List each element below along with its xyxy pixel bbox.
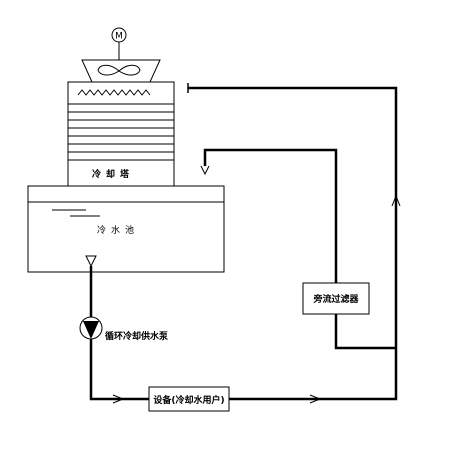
bypass-feed-pipe <box>203 148 338 283</box>
equipment-box: 设备(冷却水用户) <box>148 386 230 412</box>
bypass-filter-box: 旁流过滤器 <box>302 282 370 315</box>
fill-packing <box>68 103 174 161</box>
cold-water-pool: 冷水池 <box>27 185 225 273</box>
fan-icon <box>81 59 161 83</box>
flow-arrow-icon <box>200 165 210 176</box>
bypass-filter-label: 旁流过滤器 <box>312 293 359 305</box>
flow-arrow-icon <box>309 394 322 404</box>
pump-icon <box>79 316 103 340</box>
bypass-return-pipe <box>334 310 396 350</box>
flow-arrow-icon <box>391 194 401 207</box>
cold-water-pool-label: 冷水池 <box>97 224 139 236</box>
motor-icon: M <box>111 27 127 60</box>
motor-label: M <box>115 32 123 42</box>
outlet-marker-icon <box>85 255 97 268</box>
supply-pipe <box>89 339 149 401</box>
pump-label: 循环冷却供水泵 <box>105 330 169 342</box>
equipment-label: 设备(冷却水用户) <box>153 394 224 406</box>
cooling-tower-label: 冷却塔 <box>92 168 134 180</box>
spray-nozzles <box>77 89 151 96</box>
water-level-icon <box>52 209 100 217</box>
cooling-tower: 冷却塔 <box>67 81 175 187</box>
return-pipe <box>188 86 398 401</box>
flow-arrow-icon <box>112 394 125 404</box>
